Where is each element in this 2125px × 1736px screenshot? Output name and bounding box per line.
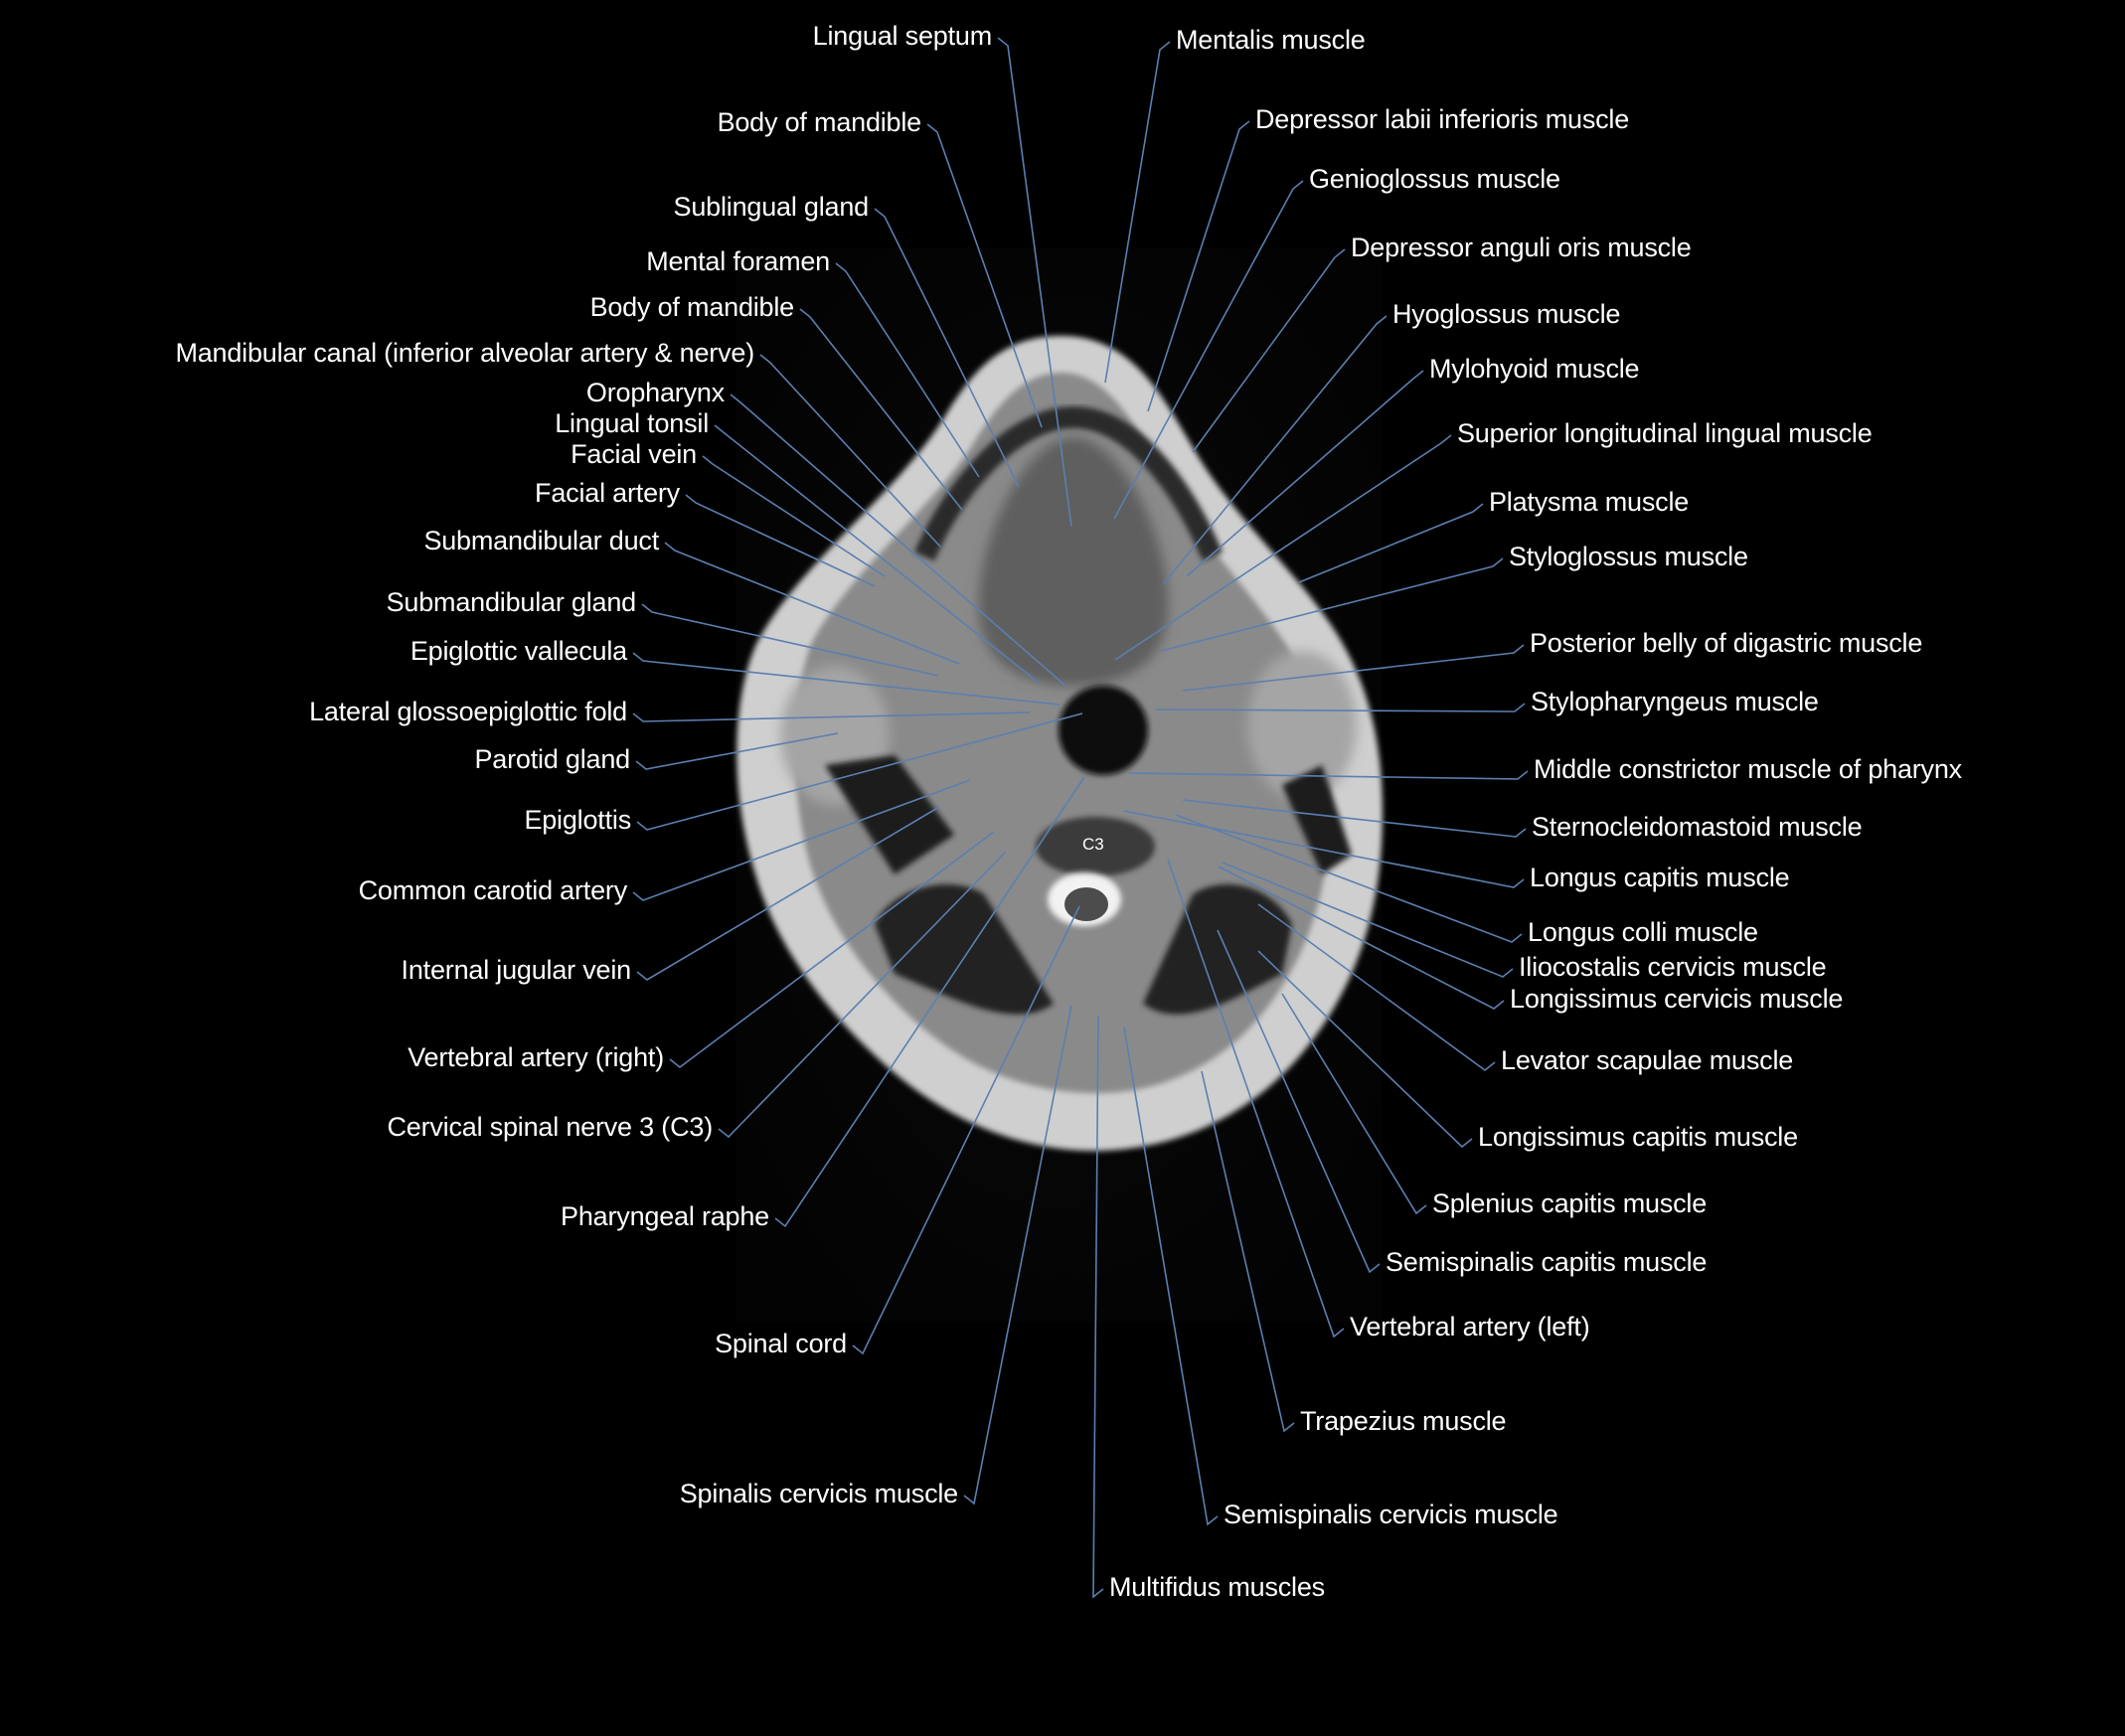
- label-vertebral-artery-right: Vertebral artery (right): [408, 1042, 664, 1072]
- label-platysma-muscle: Platysma muscle: [1489, 487, 1690, 517]
- label-epiglottic-vallecula: Epiglottic vallecula: [409, 636, 627, 666]
- label-lingual-septum: Lingual septum: [812, 21, 993, 51]
- label-semispinalis-capitis-muscle: Semispinalis capitis muscle: [1386, 1247, 1708, 1277]
- label-pharyngeal-raphe: Pharyngeal raphe: [561, 1201, 769, 1231]
- label-genioglossus-muscle: Genioglossus muscle: [1309, 164, 1560, 194]
- label-submandibular-duct: Submandibular duct: [423, 526, 659, 555]
- label-longus-capitis-muscle: Longus capitis muscle: [1530, 863, 1790, 892]
- label-sublingual-gland: Sublingual gland: [673, 192, 870, 222]
- label-depressor-labii-inferioris-muscle: Depressor labii inferioris muscle: [1255, 104, 1630, 134]
- label-sternocleidomastoid-muscle: Sternocleidomastoid muscle: [1532, 812, 1863, 842]
- label-facial-artery: Facial artery: [535, 478, 680, 508]
- label-middle-constrictor-muscle-of-pharynx: Middle constrictor muscle of pharynx: [1534, 754, 1962, 784]
- label-parotid-gland: Parotid gland: [474, 744, 630, 774]
- label-longissimus-cervicis-muscle: Longissimus cervicis muscle: [1510, 984, 1844, 1014]
- label-trapezius-muscle: Trapezius muscle: [1300, 1406, 1507, 1436]
- label-common-carotid-artery: Common carotid artery: [358, 875, 628, 905]
- label-facial-vein: Facial vein: [571, 439, 697, 469]
- label-spinalis-cervicis-muscle: Spinalis cervicis muscle: [679, 1479, 958, 1508]
- label-lateral-glossoepiglottic-fold: Lateral glossoepiglottic fold: [309, 697, 627, 726]
- label-longissimus-capitis-muscle: Longissimus capitis muscle: [1478, 1122, 1798, 1152]
- label-superior-longitudinal-lingual-muscle: Superior longitudinal lingual muscle: [1457, 418, 1873, 448]
- label-levator-scapulae-muscle: Levator scapulae muscle: [1501, 1045, 1794, 1075]
- label-hyoglossus-muscle: Hyoglossus muscle: [1392, 299, 1621, 329]
- label-body-of-mandible: Body of mandible: [717, 107, 922, 137]
- label-splenius-capitis-muscle: Splenius capitis muscle: [1432, 1188, 1708, 1218]
- label-internal-jugular-vein: Internal jugular vein: [401, 955, 632, 985]
- label-body-of-mandible: Body of mandible: [589, 292, 795, 322]
- oropharynx-airway: [1059, 686, 1148, 775]
- label-mentalis-muscle: Mentalis muscle: [1176, 25, 1366, 55]
- vertebra-level-label: C3: [1082, 835, 1104, 854]
- spinal-cord: [1064, 887, 1108, 921]
- label-styloglossus-muscle: Styloglossus muscle: [1509, 542, 1748, 571]
- label-stylopharyngeus-muscle: Stylopharyngeus muscle: [1531, 687, 1819, 716]
- label-lingual-tonsil: Lingual tonsil: [555, 408, 709, 438]
- label-iliocostalis-cervicis-muscle: Iliocostalis cervicis muscle: [1519, 952, 1827, 982]
- label-multifidus-muscles: Multifidus muscles: [1109, 1572, 1325, 1602]
- label-longus-colli-muscle: Longus colli muscle: [1528, 917, 1758, 947]
- label-mylohyoid-muscle: Mylohyoid muscle: [1429, 354, 1640, 384]
- label-depressor-anguli-oris-muscle: Depressor anguli oris muscle: [1351, 233, 1692, 262]
- label-mandibular-canal-inferior-alveolar-artery-nerve: Mandibular canal (inferior alveolar arte…: [175, 338, 754, 368]
- label-vertebral-artery-left: Vertebral artery (left): [1350, 1312, 1590, 1341]
- label-semispinalis-cervicis-muscle: Semispinalis cervicis muscle: [1224, 1499, 1558, 1529]
- label-spinal-cord: Spinal cord: [715, 1329, 847, 1358]
- label-posterior-belly-of-digastric-muscle: Posterior belly of digastric muscle: [1530, 628, 1923, 658]
- label-epiglottis: Epiglottis: [524, 805, 631, 835]
- label-cervical-spinal-nerve-3-c3: Cervical spinal nerve 3 (C3): [387, 1112, 713, 1142]
- label-mental-foramen: Mental foramen: [646, 246, 830, 276]
- label-oropharynx: Oropharynx: [585, 378, 725, 407]
- label-submandibular-gland: Submandibular gland: [386, 587, 637, 617]
